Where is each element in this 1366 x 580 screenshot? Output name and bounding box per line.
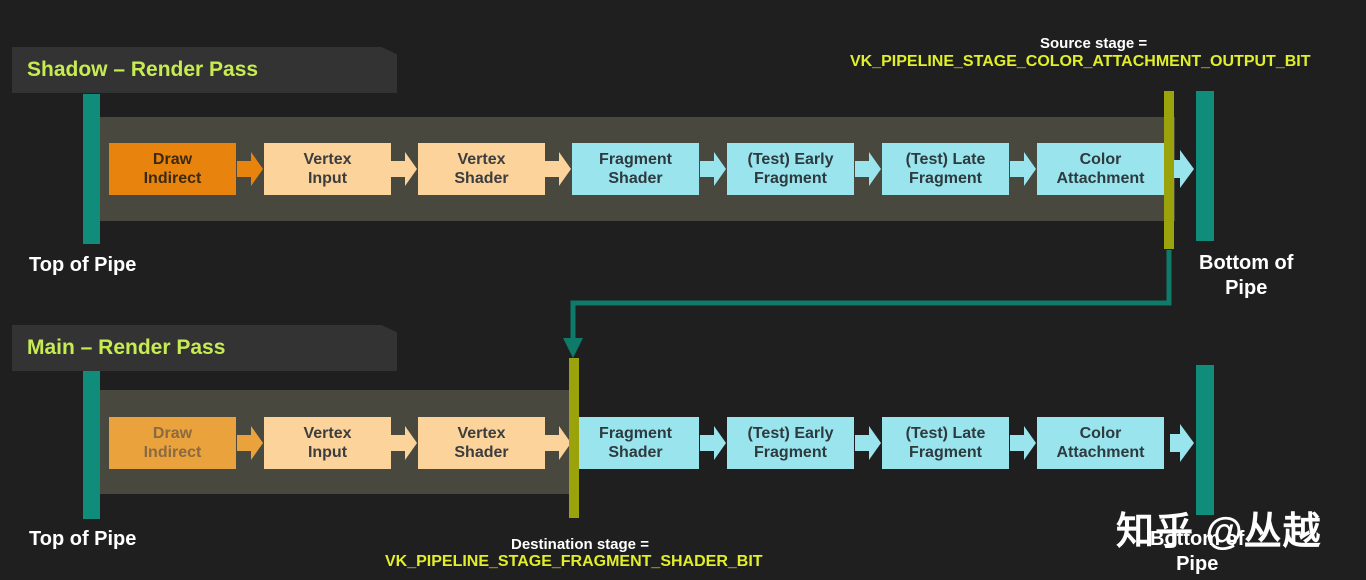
shadow-stage-fragment-shader: Fragment Shader	[572, 143, 699, 195]
main-arrow-2	[391, 426, 417, 460]
main-bottom-of-pipe-label: Bottom of Pipe	[1150, 528, 1245, 575]
main-stage-vertex-shader: Vertex Shader	[418, 417, 545, 469]
main-arrow-7	[1170, 424, 1194, 462]
shadow-top-of-pipe-label: Top of Pipe	[29, 254, 137, 276]
shadow-bottom-of-pipe-label: Bottom of Pipe	[1199, 252, 1294, 299]
shadow-arrow-1	[237, 152, 263, 186]
shadow-arrow-4	[700, 152, 726, 186]
main-stage-draw-indirect: Draw Indirect	[109, 417, 236, 469]
main-pass-title: Main – Render Pass	[27, 336, 226, 359]
source-stage-value: VK_PIPELINE_STAGE_COLOR_ATTACHMENT_OUTPU…	[850, 53, 1311, 70]
main-stage-late-fragment: (Test) Late Fragment	[882, 417, 1009, 469]
shadow-arrow-2	[391, 152, 417, 186]
main-stage-color-attachment: Color Attachment	[1037, 417, 1164, 469]
shadow-pass-tab	[12, 47, 397, 93]
shadow-stage-early-fragment: (Test) Early Fragment	[727, 143, 854, 195]
main-arrow-5	[855, 426, 881, 460]
shadow-arrow-3	[545, 152, 571, 186]
main-stage-early-fragment: (Test) Early Fragment	[727, 417, 854, 469]
main-stage-fragment-shader: Fragment Shader	[572, 417, 699, 469]
shadow-top-of-pipe-bar	[83, 94, 100, 244]
destination-stage-value: VK_PIPELINE_STAGE_FRAGMENT_SHADER_BIT	[385, 553, 763, 570]
dependency-connector	[563, 250, 1172, 358]
shadow-stage-vertex-shader: Vertex Shader	[418, 143, 545, 195]
shadow-arrow-6	[1010, 152, 1036, 186]
destination-barrier-marker	[569, 358, 579, 518]
source-stage-caption: Source stage =	[1040, 35, 1148, 52]
main-top-of-pipe-label: Top of Pipe	[29, 528, 137, 550]
main-top-of-pipe-bar	[83, 371, 100, 519]
shadow-arrow-7	[1170, 150, 1194, 188]
main-arrow-3	[545, 426, 571, 460]
main-arrow-4	[700, 426, 726, 460]
source-barrier-marker	[1164, 91, 1174, 249]
shadow-stage-color-attachment: Color Attachment	[1037, 143, 1164, 195]
destination-stage-caption: Destination stage =	[511, 536, 649, 553]
watermark: 知乎 @丛越	[1116, 511, 1322, 553]
main-pass-tab	[12, 325, 397, 371]
shadow-stage-late-fragment: (Test) Late Fragment	[882, 143, 1009, 195]
main-bottom-of-pipe-bar	[1196, 365, 1214, 515]
main-arrow-6	[1010, 426, 1036, 460]
shadow-bottom-of-pipe-bar	[1196, 91, 1214, 241]
shadow-pass-title: Shadow – Render Pass	[27, 58, 259, 81]
shadow-stage-draw-indirect: Draw Indirect	[109, 143, 236, 195]
shadow-stage-vertex-input: Vertex Input	[264, 143, 391, 195]
shadow-arrow-5	[855, 152, 881, 186]
main-stage-vertex-input: Vertex Input	[264, 417, 391, 469]
main-arrow-1	[237, 426, 263, 460]
